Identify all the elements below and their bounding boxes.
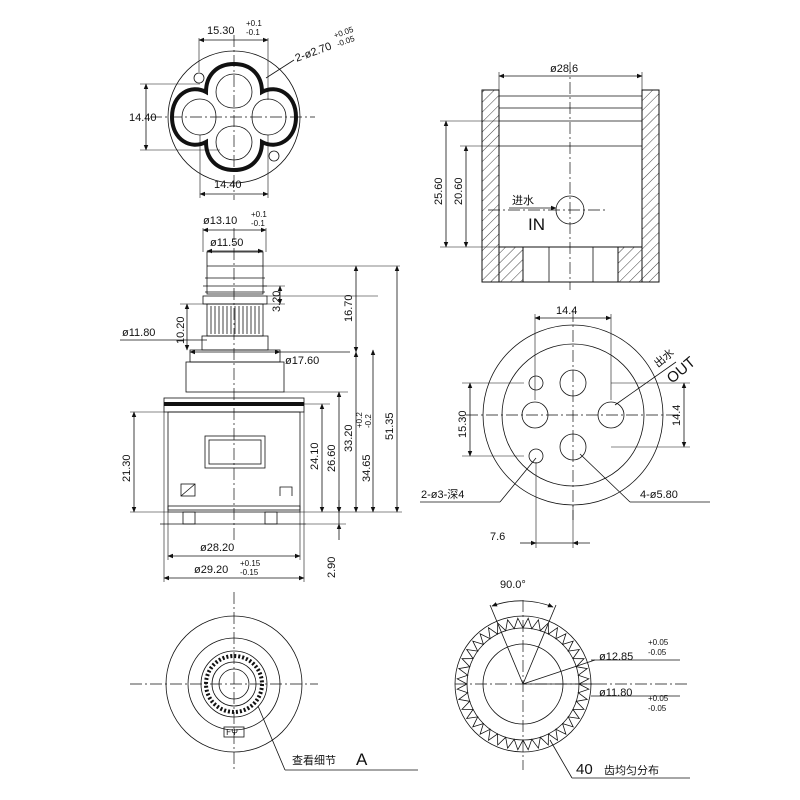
base-dia-dim: ø29.20 xyxy=(194,564,228,576)
pins-dim: 2-ø3-深4 xyxy=(421,488,464,501)
base-tol-upper: +0.15 xyxy=(240,559,261,568)
top-dia-dim: ø11.50 xyxy=(210,237,243,249)
inlet-en-label: IN xyxy=(528,215,545,234)
top-width-dim: 15.30 xyxy=(207,25,235,37)
side-view: ø13.10 +0.1 -0.1 ø11.50 ø11.80 ø17.60 10… xyxy=(120,210,402,582)
h-51-35-dim: 51.35 xyxy=(384,412,396,440)
holes-dim: 4-ø5.80 xyxy=(640,489,678,501)
shoulder-dim: ø17.60 xyxy=(285,355,319,367)
housing-dia-dim: ø28.6 xyxy=(550,63,578,75)
h-3-20-dim: 3.20 xyxy=(271,291,283,312)
h-34-65-dim: 34.65 xyxy=(361,454,373,482)
h-20-60-dim: 20.60 xyxy=(453,177,465,205)
top-left-dim: 14.40 xyxy=(129,112,157,124)
stem-end-view: ͰΨ 查看细节 A xyxy=(130,592,418,772)
h-25-60-dim: 25.60 xyxy=(433,177,445,205)
bottom-view: 14.4 15.30 14.4 出水 OUT 7.6 2-ø3-深4 4-ø5.… xyxy=(420,305,710,548)
top-view: 15.30 +0.1 -0.1 2-ø2.70 +0.05 -0.05 14.4… xyxy=(129,19,356,200)
stem-tol-lower: -0.1 xyxy=(251,219,265,228)
h-34-65-tol-upper: +0.2 xyxy=(355,412,364,428)
top-holes-dim: 2-ø2.70 xyxy=(294,40,334,64)
bottom-top-dim: 14.4 xyxy=(556,305,577,317)
bottom-left-dim: 15.30 xyxy=(457,410,469,438)
top-width-tol-lower: -0.1 xyxy=(246,28,260,37)
outer-dia-dim: ø12.85 xyxy=(599,651,633,663)
base-tol-lower: -0.15 xyxy=(240,568,259,577)
top-bottom-dim: 14.40 xyxy=(214,179,242,191)
stem-tol-upper: +0.1 xyxy=(251,210,267,219)
h-34-65-tol-lower: -0.2 xyxy=(364,414,373,428)
spline-dim: ø11.80 xyxy=(122,327,155,339)
inner-tol-lower: -0.05 xyxy=(648,704,667,713)
inlet-cn-label: 进水 xyxy=(512,194,534,207)
detail-view: 90.0° ø12.85 +0.05 -0.05 ø11.80 +0.05 -0… xyxy=(454,579,690,779)
stem-dim: ø13.10 xyxy=(203,215,237,227)
detail-letter: A xyxy=(356,750,368,769)
top-width-tol-upper: +0.1 xyxy=(246,19,262,28)
h-21-30-dim: 21.30 xyxy=(121,454,133,482)
h-24-10-dim: 24.10 xyxy=(309,442,321,470)
inner-dia-dim: ø11.80 xyxy=(599,687,632,699)
outer-tol-upper: +0.05 xyxy=(648,638,669,647)
h-2-90-dim: 2.90 xyxy=(326,557,338,578)
inner-tol-upper: +0.05 xyxy=(648,694,669,703)
bottom-7-6-dim: 7.6 xyxy=(490,531,505,543)
detail-label: 查看细节 xyxy=(292,753,336,767)
housing-section: ø28.6 25.60 20.60 进水 IN xyxy=(433,62,660,290)
h-16-70-dim: 16.70 xyxy=(343,294,355,322)
outer-tol-lower: -0.05 xyxy=(648,648,667,657)
body-dia-dim: ø28.20 xyxy=(200,542,234,554)
h-33-20-dim: 33.20 xyxy=(343,424,355,452)
angle-dim: 90.0° xyxy=(500,579,526,591)
h-26-60-dim: 26.60 xyxy=(326,444,338,472)
teeth-note: 齿均匀分布 xyxy=(604,764,659,777)
h-10-20-dim: 10.20 xyxy=(175,316,187,344)
teeth-count: 40 xyxy=(576,761,593,778)
bottom-right-dim: 14.4 xyxy=(671,405,683,426)
logo-mark: ͰΨ xyxy=(226,728,238,737)
